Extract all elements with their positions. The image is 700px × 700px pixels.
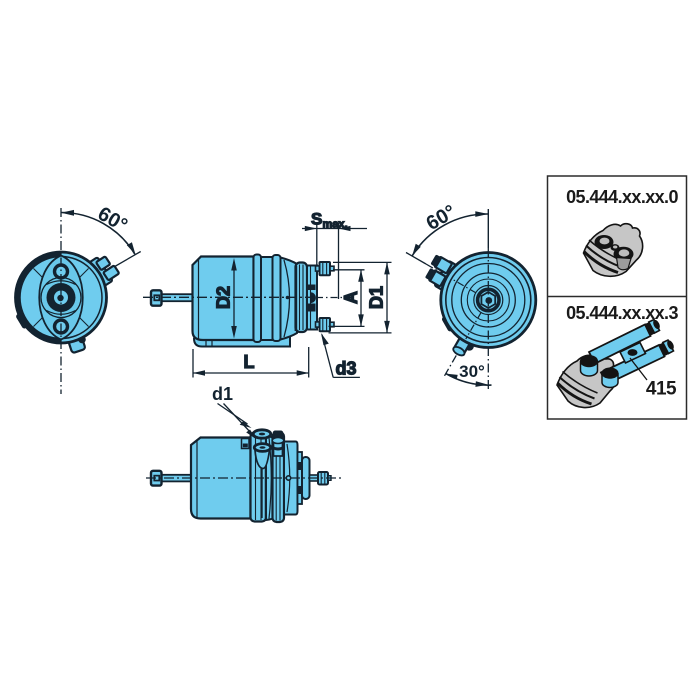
svg-text:d3: d3 <box>335 359 356 379</box>
svg-text:S: S <box>311 210 322 229</box>
svg-text:A: A <box>341 291 361 304</box>
svg-text:D2: D2 <box>213 286 233 309</box>
svg-text:60°: 60° <box>94 203 131 237</box>
svg-text:05.444.xx.xx.0: 05.444.xx.xx.0 <box>566 187 678 207</box>
svg-text:d1: d1 <box>212 384 233 404</box>
svg-text:D1: D1 <box>366 286 386 309</box>
svg-text:L: L <box>244 352 255 372</box>
svg-text:max.: max. <box>323 219 348 231</box>
svg-text:05.444.xx.xx.3: 05.444.xx.xx.3 <box>566 303 678 323</box>
svg-text:60°: 60° <box>423 201 460 235</box>
svg-text:415: 415 <box>646 379 677 400</box>
svg-text:30°: 30° <box>459 362 485 381</box>
